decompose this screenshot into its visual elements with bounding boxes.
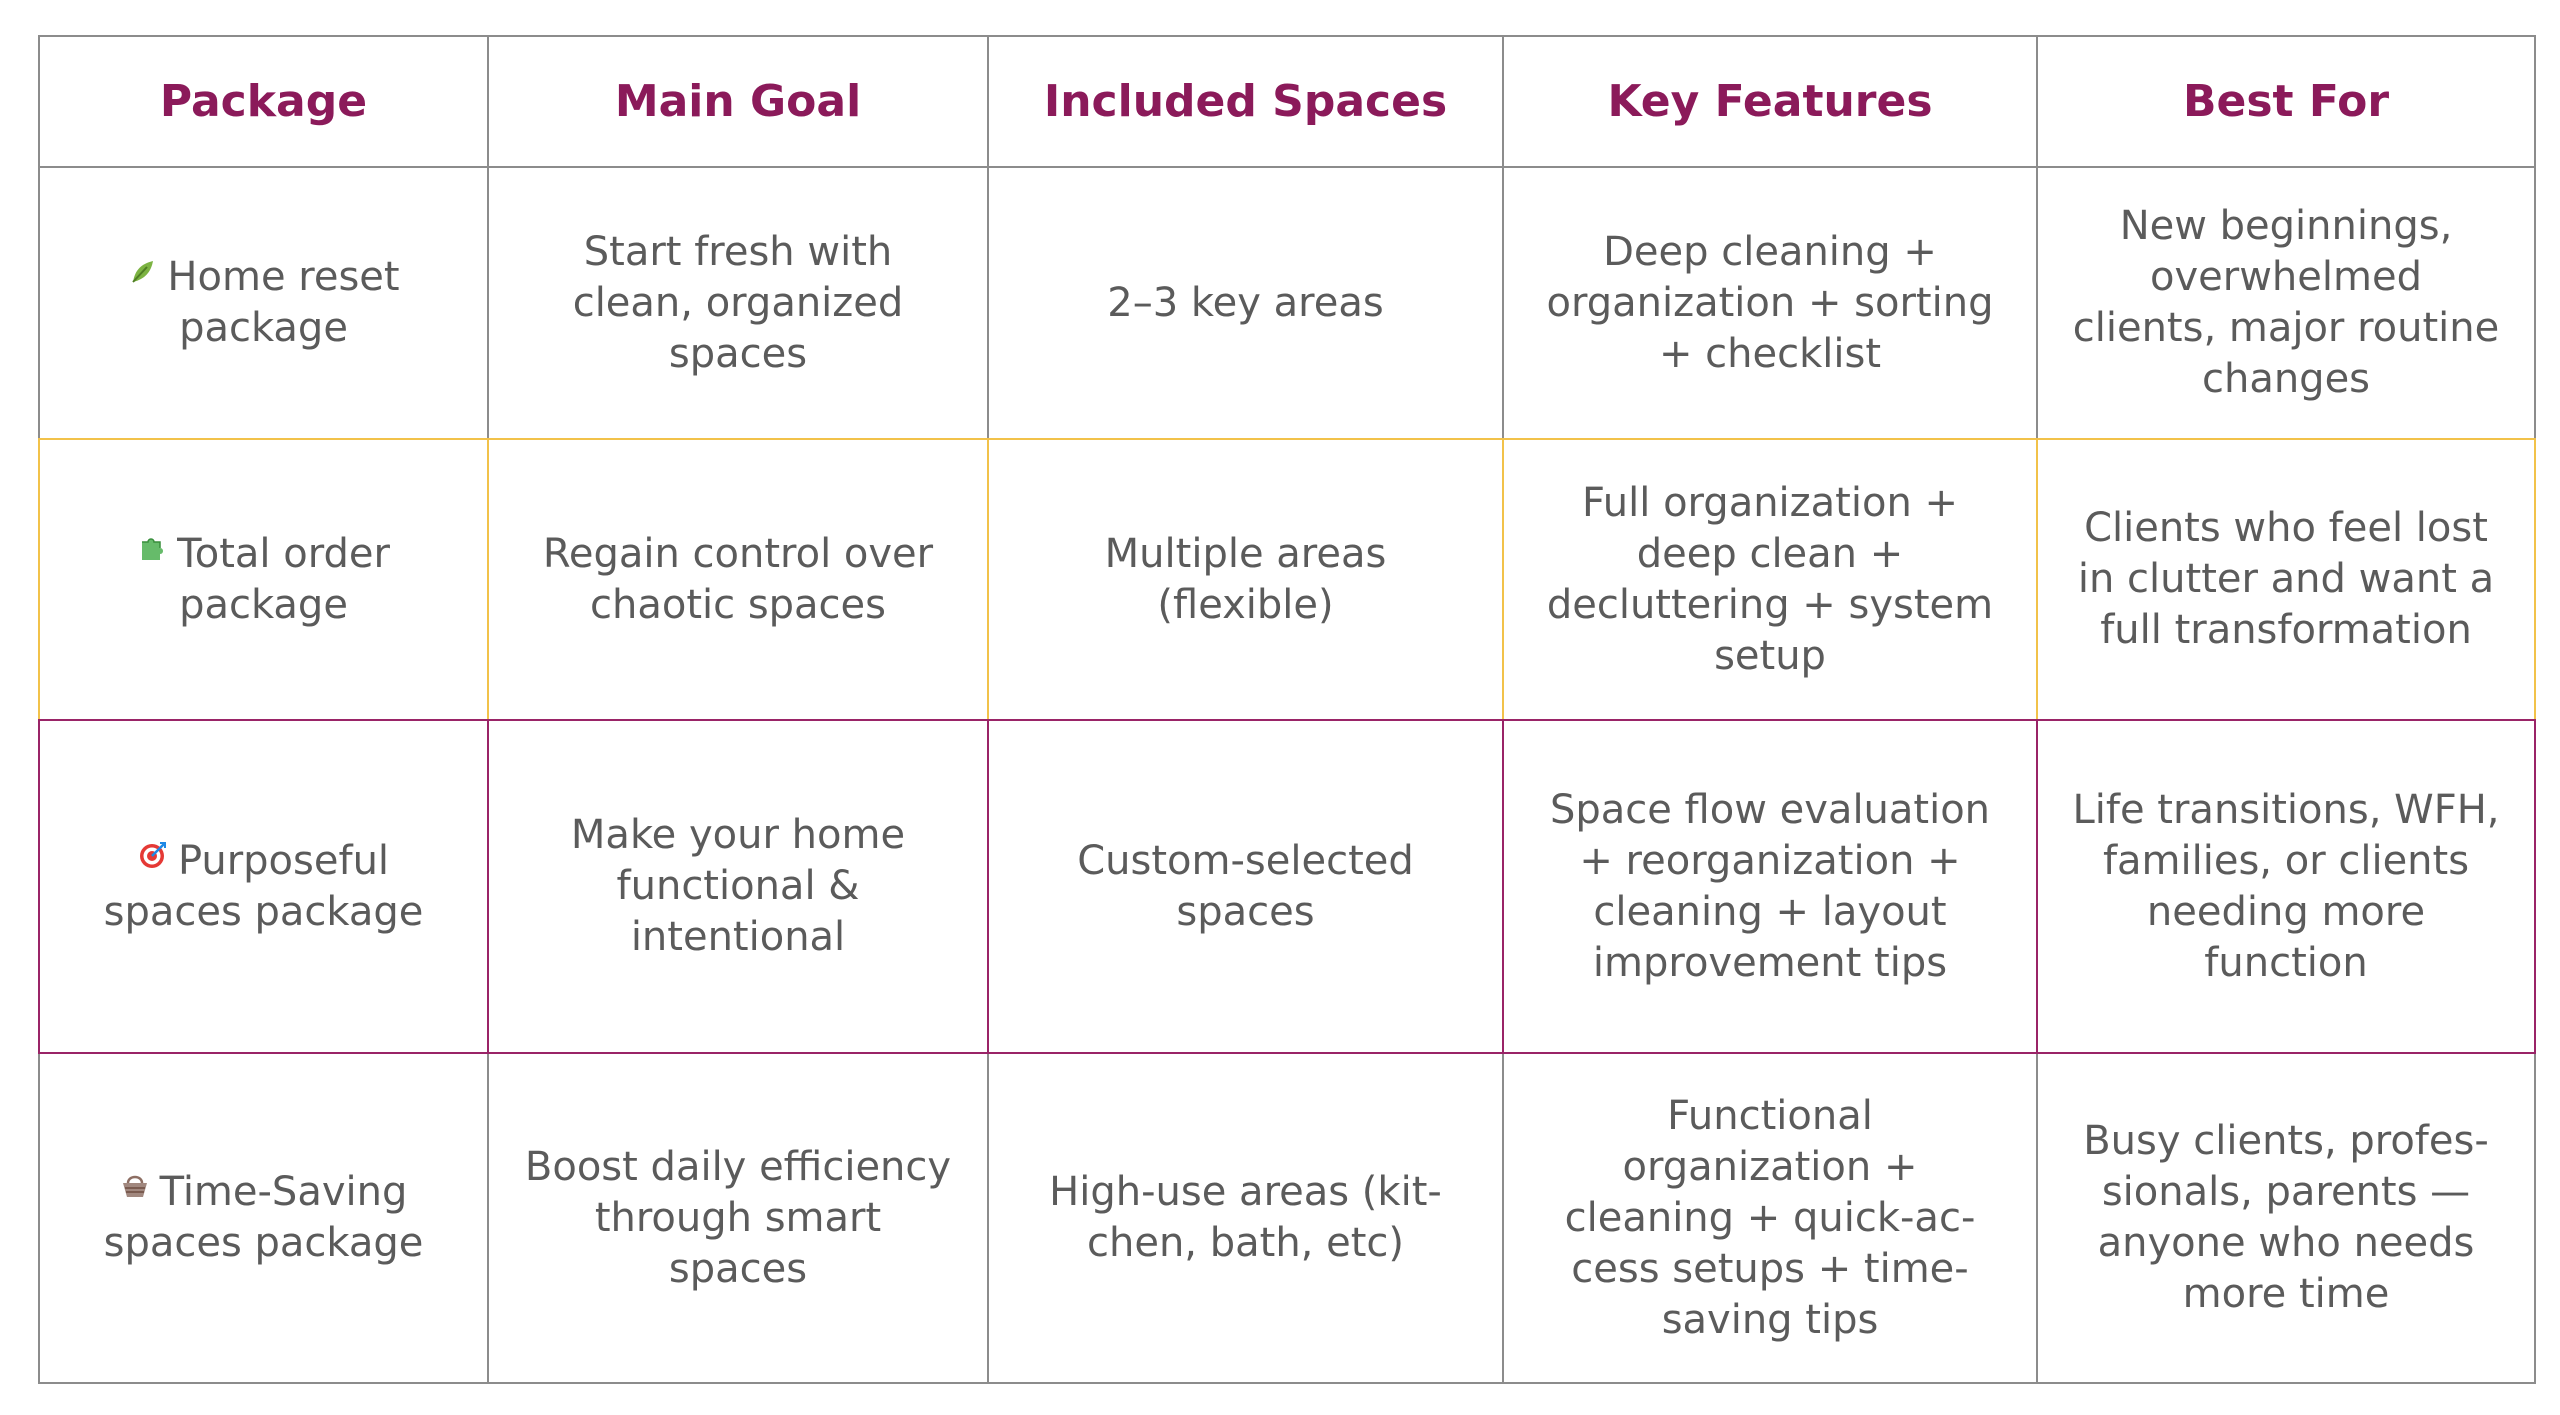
table-row: Total order package Regain control over … (38, 438, 2536, 721)
cell-main-goal: Boost daily efficiency through smart spa… (487, 1052, 989, 1384)
cell-best-for: Life transitions, WFH, families, or clie… (2036, 719, 2536, 1054)
header-main-goal: Main Goal (487, 35, 989, 168)
table-row: Time-Saving spaces package Boost daily e… (38, 1052, 2536, 1384)
cell-key-features: Deep cleaning + organization + sorting +… (1502, 166, 2038, 440)
basket-icon (120, 1171, 150, 1201)
package-name: Home reset package (167, 254, 400, 351)
cell-package: Total order package (38, 438, 489, 721)
cell-included-spaces: High-use areas (kit-chen, bath, etc) (987, 1052, 1504, 1384)
cell-main-goal: Regain control over chaotic spaces (487, 438, 989, 721)
header-best-for: Best For (2036, 35, 2536, 168)
package-name: Time-Saving spaces package (103, 1169, 424, 1266)
cell-best-for: Busy clients, profes-sionals, parents — … (2036, 1052, 2536, 1384)
packages-table: Package Main Goal Included Spaces Key Fe… (38, 35, 2536, 1384)
table-row: Home reset package Start fresh with clea… (38, 166, 2536, 440)
cell-best-for: Clients who feel lost in clutter and wan… (2036, 438, 2536, 721)
table-row: Purposeful spaces package Make your home… (38, 719, 2536, 1054)
cell-included-spaces: 2–3 key areas (987, 166, 1504, 440)
cell-key-features: Functional organization + cleaning + qui… (1502, 1052, 2038, 1384)
cell-key-features: Space flow evaluation + reorganization +… (1502, 719, 2038, 1054)
puzzle-icon (137, 533, 167, 563)
header-included-spaces: Included Spaces (987, 35, 1504, 168)
cell-best-for: New beginnings, overwhelmed clients, maj… (2036, 166, 2536, 440)
cell-key-features: Full organization + deep clean + declutt… (1502, 438, 2038, 721)
cell-main-goal: Start fresh with clean, organized spaces (487, 166, 989, 440)
cell-main-goal: Make your home functional & intentional (487, 719, 989, 1054)
header-row: Package Main Goal Included Spaces Key Fe… (38, 35, 2536, 168)
package-name: Purposeful spaces package (103, 837, 424, 935)
cell-included-spaces: Multiple areas (flexible) (987, 438, 1504, 721)
leaf-icon (127, 256, 157, 286)
header-package: Package (38, 35, 489, 168)
package-name: Total order package (177, 530, 390, 628)
cell-package: Home reset package (38, 166, 489, 440)
header-key-features: Key Features (1502, 35, 2038, 168)
cell-package: Time-Saving spaces package (38, 1052, 489, 1384)
cell-included-spaces: Custom-selected spaces (987, 719, 1504, 1054)
target-icon (138, 840, 168, 870)
cell-package: Purposeful spaces package (38, 719, 489, 1054)
